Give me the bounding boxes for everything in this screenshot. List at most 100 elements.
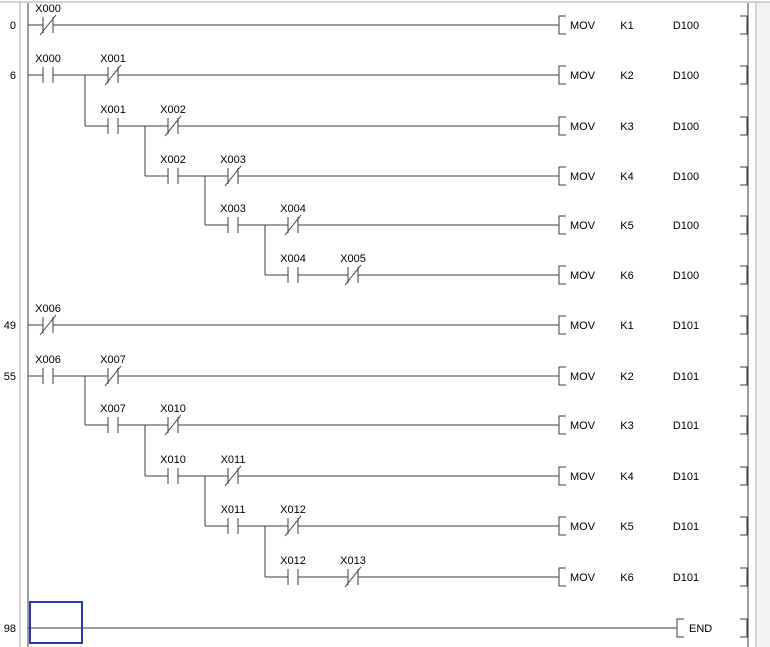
mov-instruction[interactable]: MOV K6 D101	[558, 567, 748, 587]
contact-label: X010	[160, 403, 186, 415]
contact-label: X006	[35, 354, 61, 366]
mov-instruction[interactable]: MOV K2 D101	[558, 366, 748, 386]
rung: 6 X000 X001 MOV K2 D100	[10, 53, 748, 126]
rung: X002 X003 MOV K4 D100	[145, 154, 748, 225]
instruction-src: K2	[620, 371, 633, 383]
end-instruction[interactable]: END	[676, 618, 748, 638]
contact-label: X010	[160, 454, 186, 466]
instruction-op: MOV	[570, 420, 596, 432]
no-contact[interactable]: X000	[35, 53, 61, 83]
rung: X011 X012 MOV K5 D101	[205, 504, 748, 577]
instruction-op: MOV	[570, 320, 596, 332]
instruction-src: K6	[620, 270, 633, 282]
instruction-op: MOV	[570, 371, 596, 383]
mov-instruction[interactable]: MOV K1 D100	[558, 15, 748, 35]
contact-label: X005	[340, 253, 366, 265]
contact-label: X012	[280, 504, 306, 516]
no-contact[interactable]: X004	[280, 253, 306, 283]
nc-contact[interactable]: X011	[221, 454, 246, 487]
nc-contact[interactable]: X000	[35, 3, 61, 36]
contact-label: X002	[160, 104, 186, 116]
nc-contact[interactable]: X002	[160, 104, 186, 137]
contact-label: X001	[100, 53, 126, 65]
rung: X003 X004 MOV K5 D100	[205, 203, 748, 275]
instruction-op: MOV	[570, 220, 596, 232]
mov-instruction[interactable]: MOV K2 D100	[558, 65, 748, 85]
nc-contact[interactable]: X005	[340, 253, 366, 286]
no-contact[interactable]: X002	[160, 154, 186, 184]
instruction-dst: D101	[673, 320, 699, 332]
instruction-src: K4	[620, 171, 633, 183]
mov-instruction[interactable]: MOV K4 D101	[558, 466, 748, 486]
mov-instruction[interactable]: MOV K3 D100	[558, 116, 748, 136]
contact-label: X002	[160, 154, 186, 166]
contact-label: X006	[35, 303, 61, 315]
mov-instruction[interactable]: MOV K5 D101	[558, 516, 748, 536]
instruction-op: MOV	[570, 572, 596, 584]
contact-label: X013	[340, 555, 366, 567]
step-number: 6	[10, 70, 16, 82]
rung: X004 X005 MOV K6 D100	[265, 253, 748, 286]
contact-label: X001	[100, 104, 126, 116]
contact-label: X007	[100, 403, 126, 415]
rung-wires	[85, 125, 559, 176]
instruction-src: K2	[620, 70, 633, 82]
instruction-dst: D101	[673, 420, 699, 432]
instruction-dst: D100	[673, 70, 699, 82]
instruction-dst: D101	[673, 572, 699, 584]
nc-contact[interactable]: X006	[35, 303, 61, 336]
selection-cursor[interactable]	[29, 601, 83, 644]
no-contact[interactable]: X011	[221, 504, 246, 534]
contact-label: X011	[221, 454, 246, 466]
nc-contact[interactable]: X013	[340, 555, 366, 588]
instruction-dst: D100	[673, 20, 699, 32]
instruction-dst: D100	[673, 270, 699, 282]
mov-instruction[interactable]: MOV K6 D100	[558, 265, 748, 285]
rung: 0 X000 MOV K1 D100	[10, 3, 748, 36]
no-contact[interactable]: X007	[100, 403, 126, 433]
instruction-op: MOV	[570, 20, 596, 32]
step-number: 0	[10, 20, 16, 32]
step-number: 98	[4, 623, 16, 635]
step-number: 49	[4, 320, 16, 332]
mov-instruction[interactable]: MOV K4 D100	[558, 166, 748, 186]
instruction-dst: D100	[673, 121, 699, 133]
instruction-dst: D100	[673, 171, 699, 183]
no-contact[interactable]: X012	[280, 555, 306, 585]
nc-contact[interactable]: X007	[100, 354, 126, 387]
instruction-src: K1	[620, 320, 633, 332]
rung: 49 X006 MOV K1 D101	[4, 303, 748, 336]
mov-instruction[interactable]: MOV K1 D101	[558, 315, 748, 335]
nc-contact[interactable]: X003	[220, 154, 246, 187]
no-contact[interactable]: X010	[160, 454, 186, 484]
contact-label: X000	[35, 3, 61, 15]
instruction-op: MOV	[570, 521, 596, 533]
nc-contact[interactable]: X010	[160, 403, 186, 436]
rung: 98 END	[4, 618, 748, 638]
contact-label: X003	[220, 154, 246, 166]
instruction-src: K1	[620, 20, 633, 32]
mov-instruction[interactable]: MOV K3 D101	[558, 415, 748, 435]
no-contact[interactable]: X006	[35, 354, 61, 384]
mov-instruction[interactable]: MOV K5 D100	[558, 215, 748, 235]
no-contact[interactable]: X003	[220, 203, 246, 233]
no-contact[interactable]: X001	[100, 104, 126, 134]
nc-contact[interactable]: X001	[100, 53, 126, 86]
rung-wires	[28, 74, 559, 126]
rung: 55 X006 X007 MOV K2 D101	[4, 354, 748, 425]
rung-wires	[205, 525, 559, 577]
rung-wires	[145, 175, 559, 225]
right-gutter	[757, 2, 770, 647]
instruction-dst: D101	[673, 521, 699, 533]
rung-wires	[28, 375, 559, 425]
instruction-src: K5	[620, 220, 633, 232]
instruction-src: K3	[620, 420, 633, 432]
step-number: 55	[4, 371, 16, 383]
nc-contact[interactable]: X004	[280, 203, 306, 236]
instruction-dst: D101	[673, 471, 699, 483]
instruction-src: K3	[620, 121, 633, 133]
instruction-src: K5	[620, 521, 633, 533]
rung-wires	[85, 424, 559, 476]
nc-contact[interactable]: X012	[280, 504, 306, 537]
